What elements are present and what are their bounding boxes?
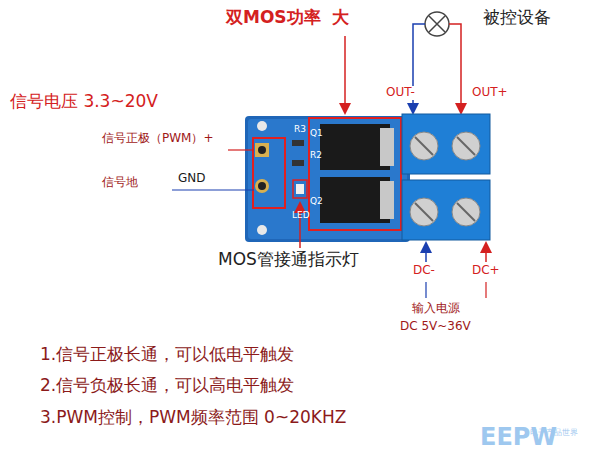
out-plus-wire — [449, 24, 461, 112]
mos-outline — [309, 118, 401, 230]
terminal-block — [402, 114, 490, 174]
leader-line — [172, 189, 254, 190]
signal-name: 信号正极（PWM）+ — [100, 132, 216, 146]
dc-minus-arrow — [425, 244, 427, 262]
leader-line — [228, 149, 254, 150]
supply-label: DC 5V~36V — [398, 320, 473, 334]
signal-name: 信号地 — [100, 176, 140, 190]
led-outline — [293, 180, 307, 198]
part-name: R2 — [310, 150, 322, 160]
pin-name: OUT- — [384, 86, 417, 100]
pcb-board — [245, 116, 410, 242]
watermark: 电子产品世界 — [530, 428, 578, 437]
callout-label: MOS管接通指示灯 — [218, 250, 359, 270]
leader-line — [344, 36, 346, 112]
note-line: 2.信号负极长通，可以高电平触发 — [40, 376, 294, 396]
device-label: 被控设备 — [483, 8, 551, 28]
part-name: Q2 — [310, 196, 323, 206]
terminal-block — [402, 180, 490, 240]
note-line: 1.信号正极长通，可以低电平触发 — [40, 345, 294, 365]
part-name: Q1 — [310, 128, 323, 138]
voltage-note: 信号电压 3.3~20V — [10, 92, 158, 112]
lamp-symbol — [425, 12, 449, 36]
part-name: LED — [292, 210, 310, 220]
supply-label: 输入电源 — [410, 302, 462, 316]
note-line: 3.PWM控制，PWM频率范围 0~20KHZ — [40, 408, 346, 428]
pin-name: OUT+ — [470, 86, 510, 100]
mosfet-q2 — [320, 177, 390, 223]
mosfet-q1 — [320, 124, 390, 170]
dc-plus-arrow — [485, 244, 487, 262]
header-outline — [253, 138, 285, 208]
signal-name: GND — [176, 172, 208, 186]
pin-name: DC+ — [470, 264, 502, 278]
callout-title: 双MOS功率 大 — [226, 8, 349, 28]
part-name: R3 — [294, 124, 306, 134]
pin-name: DC- — [411, 264, 437, 278]
